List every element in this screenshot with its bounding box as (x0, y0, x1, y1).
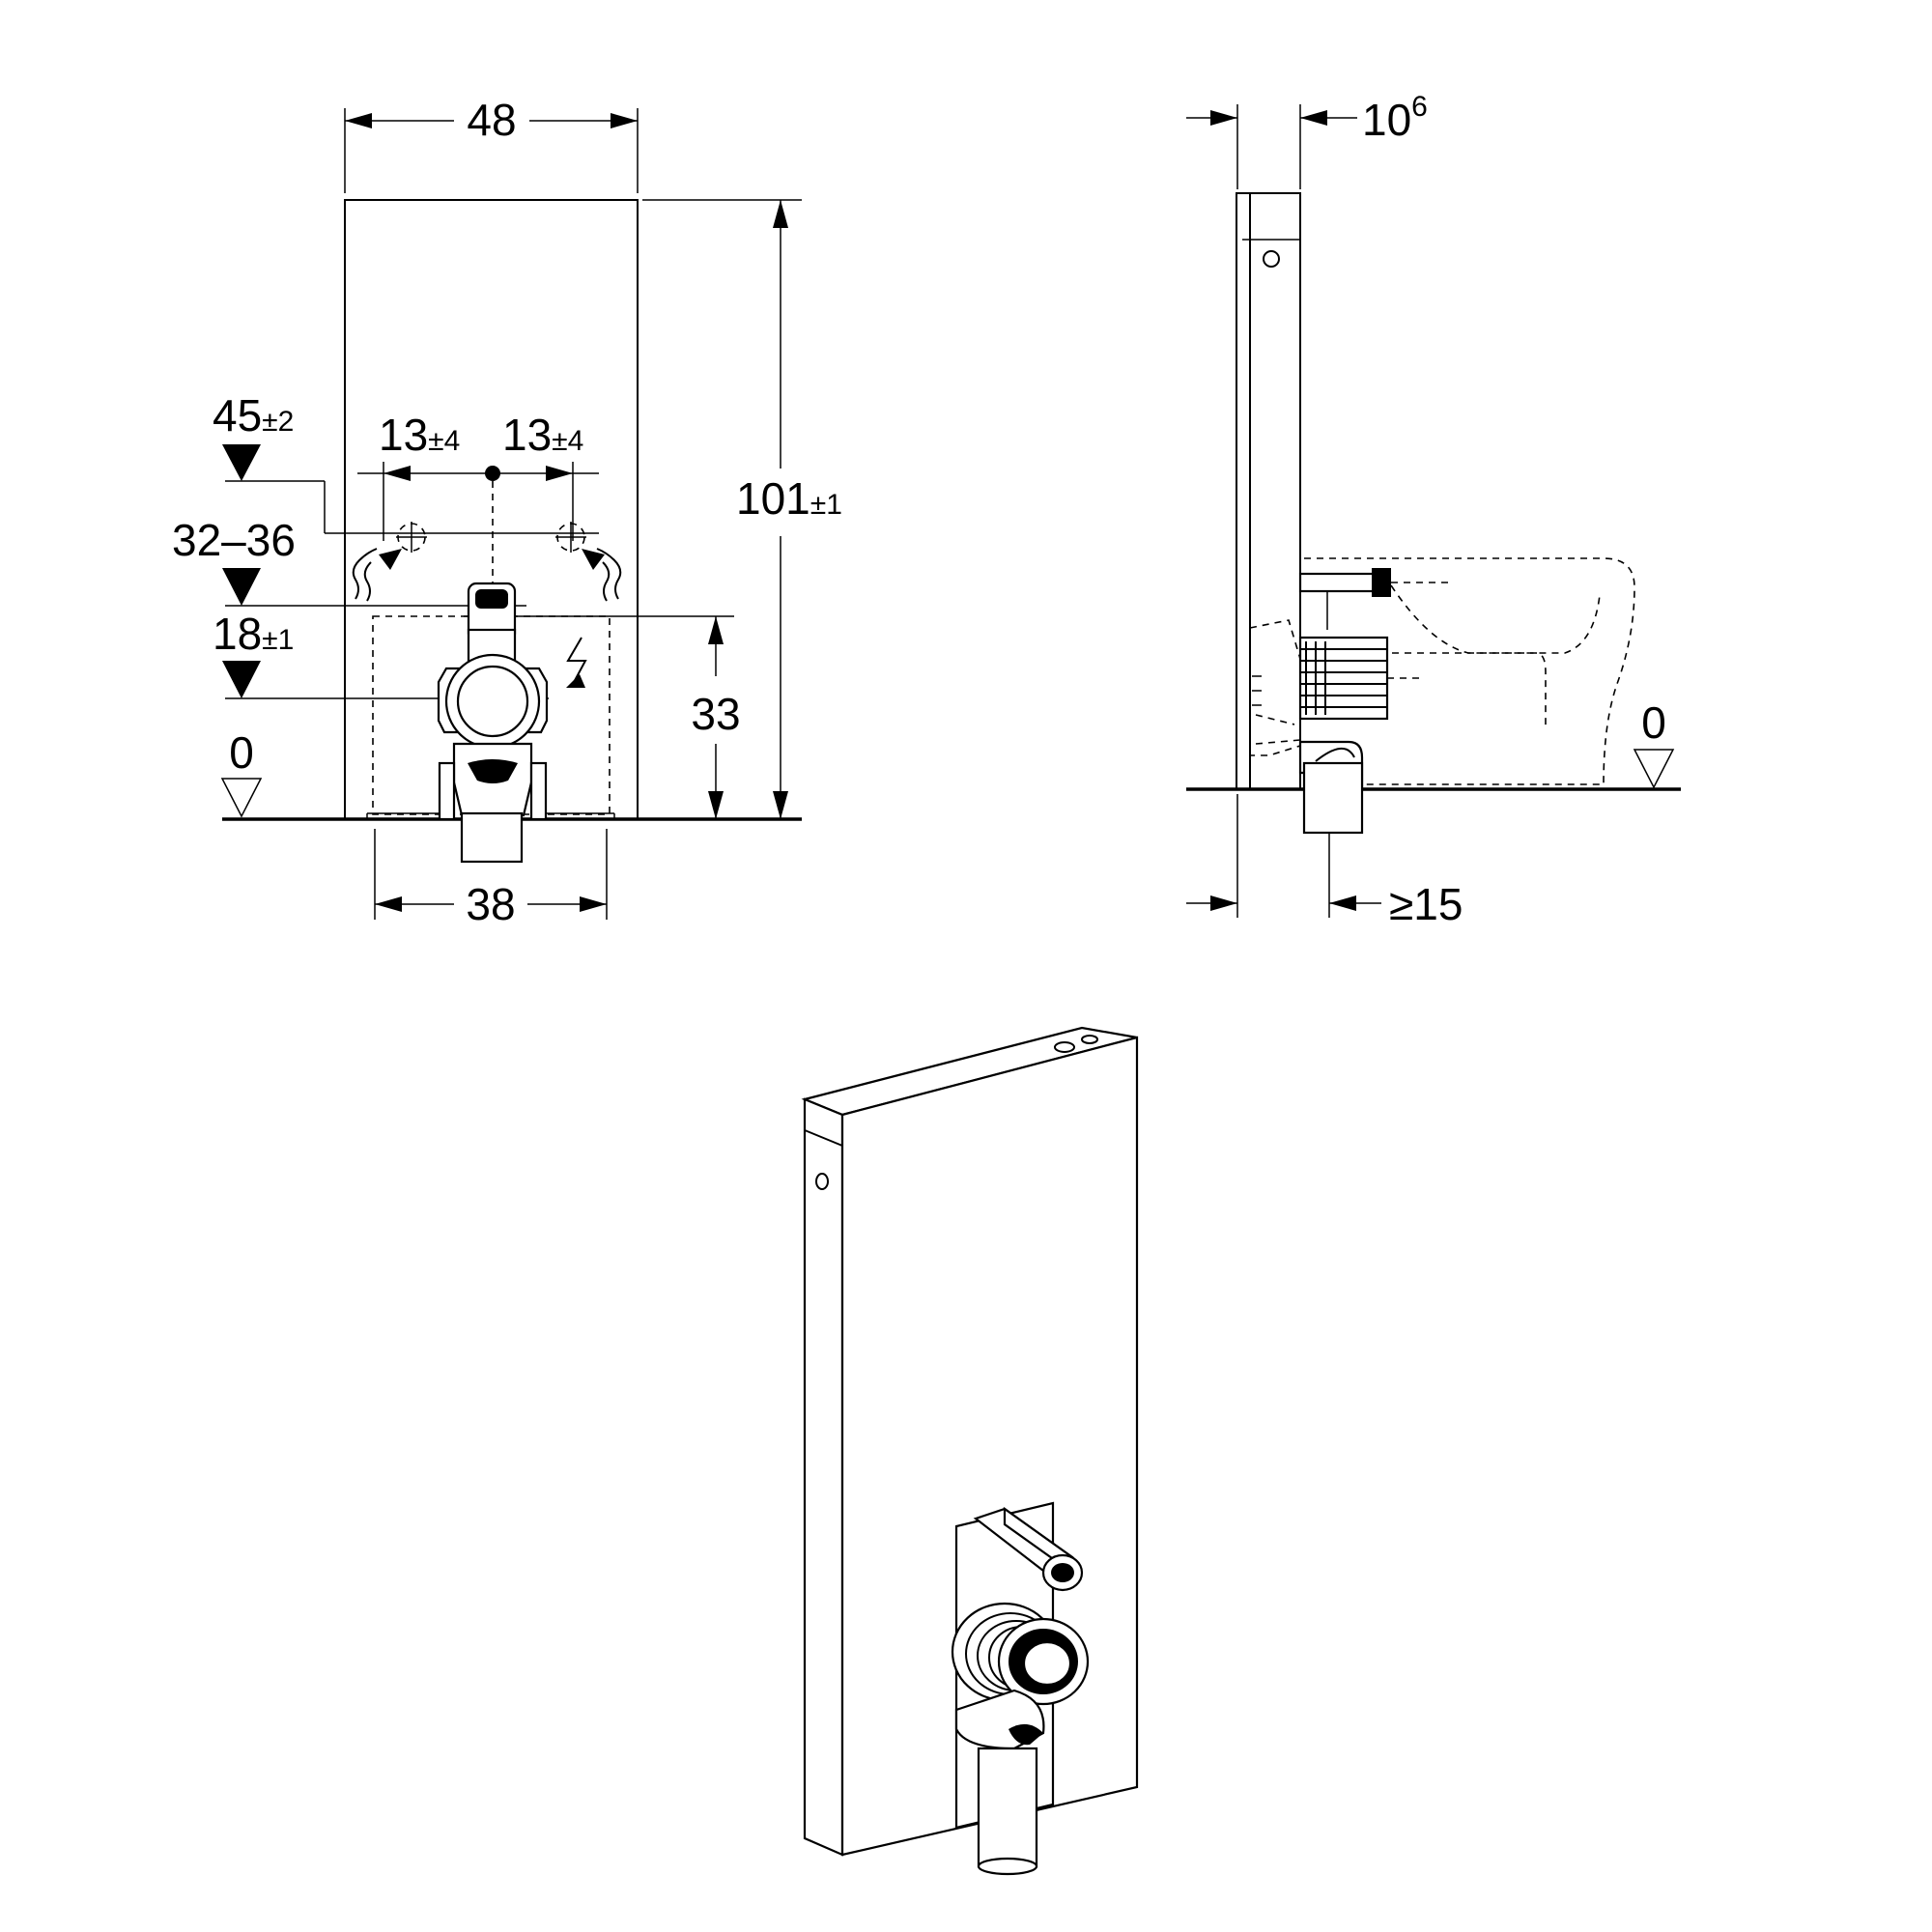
side-internal-frame (1249, 619, 1301, 756)
isometric-view (801, 1026, 1139, 1876)
iso-flush-button-2 (1081, 1035, 1098, 1044)
level-waste: 32–36 (172, 515, 296, 565)
level-marker-waste (222, 568, 261, 606)
side-level-floor: 0 (1641, 697, 1666, 748)
iso-supply-pipe (973, 1506, 1084, 1592)
iso-flush-button-1 (1054, 1041, 1075, 1053)
level-low: 18±1 (213, 609, 294, 659)
toilet-bowl-outline (1304, 557, 1635, 785)
drain-pipe-front (437, 582, 549, 864)
dim-supply-offset-right: 13±4 (502, 410, 583, 460)
side-drain-elbow (1298, 740, 1364, 835)
front-view: 48 38 101±1 33 13±4 13±4 (172, 95, 842, 929)
water-supply-arrow-right (582, 548, 622, 602)
supply-connection-right (555, 522, 586, 553)
water-supply-arrow-left (352, 548, 402, 602)
dim-width-bottom: 38 (466, 879, 515, 929)
iso-corrugated-drain (951, 1602, 1090, 1706)
dim-width-top: 48 (467, 95, 516, 145)
iso-drain-elbow (954, 1689, 1045, 1876)
side-drain-connector (1298, 636, 1420, 721)
dim-min-clearance: ≥15 (1389, 879, 1463, 929)
dim-height-main: 101±1 (736, 473, 842, 524)
side-panel-button (1263, 250, 1280, 268)
dim-depth: 106 (1362, 91, 1428, 145)
dim-height-box: 33 (691, 689, 740, 739)
supply-connection-left (396, 522, 427, 553)
iso-side-button (815, 1173, 829, 1190)
dim-supply-offset-left: 13±4 (379, 410, 460, 460)
side-supply-pipe (1298, 568, 1449, 630)
side-panel (1236, 192, 1301, 790)
electrical-icon (566, 637, 587, 688)
level-supply: 45±2 (213, 390, 294, 440)
side-level-marker-floor (1633, 749, 1675, 789)
side-view: 106 ≥15 0 (1186, 91, 1681, 929)
level-marker-low (222, 661, 261, 698)
level-marker-floor (220, 778, 263, 818)
iso-side-face (803, 1097, 844, 1857)
level-floor: 0 (229, 727, 254, 778)
level-marker-supply (222, 444, 261, 481)
